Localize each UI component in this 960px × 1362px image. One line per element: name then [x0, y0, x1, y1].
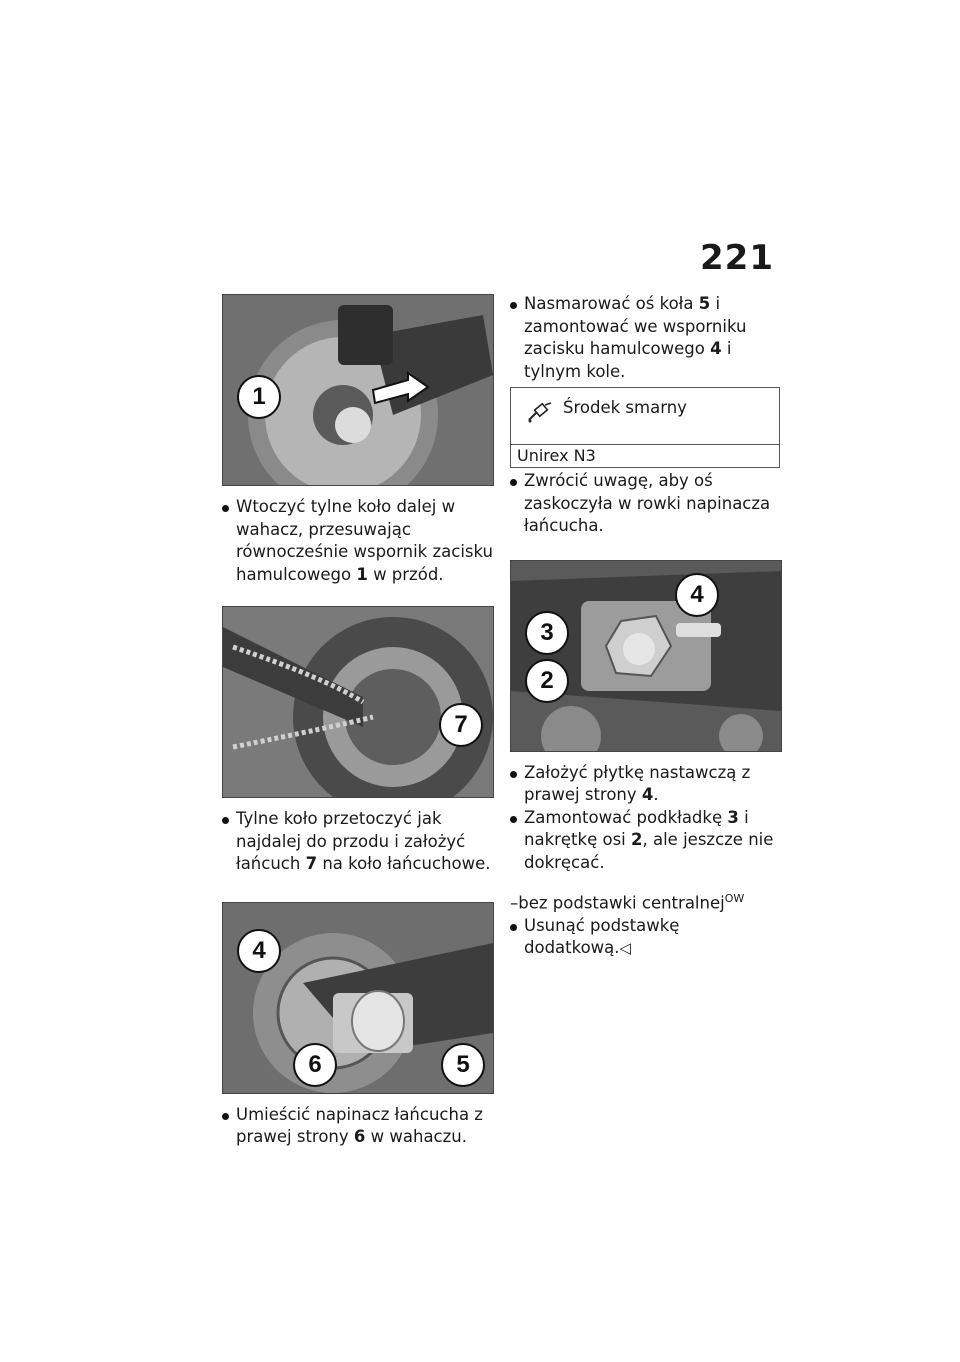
bullet-icon — [510, 479, 517, 486]
step-check-axle: Zwrócić uwagę, aby oś zaskoczyła w rowki… — [510, 470, 782, 538]
callout-4: 4 — [675, 572, 719, 617]
callout-1: 1 — [237, 375, 281, 419]
photo-axle-nut — [511, 560, 781, 751]
callout-4: 4 — [237, 928, 281, 973]
callout-2: 2 — [525, 658, 569, 703]
bullet-icon — [222, 817, 229, 824]
step-grease-axle: Nasmarować oś koła 5 i zamontować we wsp… — [510, 293, 782, 383]
callout-7: 7 — [439, 703, 483, 747]
figure-chain-sprocket: 7 — [222, 606, 494, 798]
photo-rear-wheel-caliper — [223, 295, 493, 485]
grease-gun-icon — [527, 402, 553, 428]
left-column: 1 Wtoczyć tylne koło dalej w wahacz, prz… — [222, 294, 494, 1149]
lubricant-label: Środek smarny — [563, 398, 687, 417]
bullet-icon — [510, 302, 517, 309]
option-code: OW — [724, 892, 745, 905]
figure-chain-tensioner: 4 6 5 — [222, 901, 494, 1094]
callout-5: 5 — [441, 1042, 485, 1087]
step-roll-wheel: Wtoczyć tylne koło dalej w wahacz, przes… — [222, 496, 494, 586]
right-column: Nasmarować oś koła 5 i zamontować we wsp… — [510, 293, 782, 960]
condition-no-center-stand: –bez podstawki centralnejOW — [510, 892, 745, 913]
lubricant-value: Unirex N3 — [517, 446, 596, 465]
bullet-icon — [510, 770, 517, 778]
lubricant-box: Środek smarny Unirex N3 — [510, 387, 780, 468]
bullet-icon — [510, 923, 517, 931]
step-remove-stand: Usunąć podstawkę dodatkową.◁ — [510, 915, 782, 960]
step-fit-washer-nut: Zamontować podkładkę 3 i nakrętkę osi 2,… — [510, 807, 782, 875]
figure-axle-nut: 4 3 2 — [510, 559, 782, 752]
bullet-icon — [222, 1112, 229, 1120]
step-place-tensioner: Umieścić napinacz łańcucha z prawej stro… — [222, 1104, 494, 1149]
end-of-section-icon: ◁ — [619, 939, 632, 957]
callout-3: 3 — [525, 610, 569, 655]
page-number: 221 — [700, 238, 774, 278]
bullet-icon — [510, 815, 517, 823]
callout-6: 6 — [293, 1042, 337, 1087]
step-mount-chain: Tylne koło przetoczyć jak najdalej do pr… — [222, 808, 494, 876]
figure-caliper-bracket: 1 — [222, 294, 494, 486]
step-fit-adjuster-plate: Założyć płytkę nastawczą z prawej strony… — [510, 762, 782, 807]
photo-chain-sprocket — [223, 607, 493, 797]
bullet-icon — [222, 505, 229, 512]
